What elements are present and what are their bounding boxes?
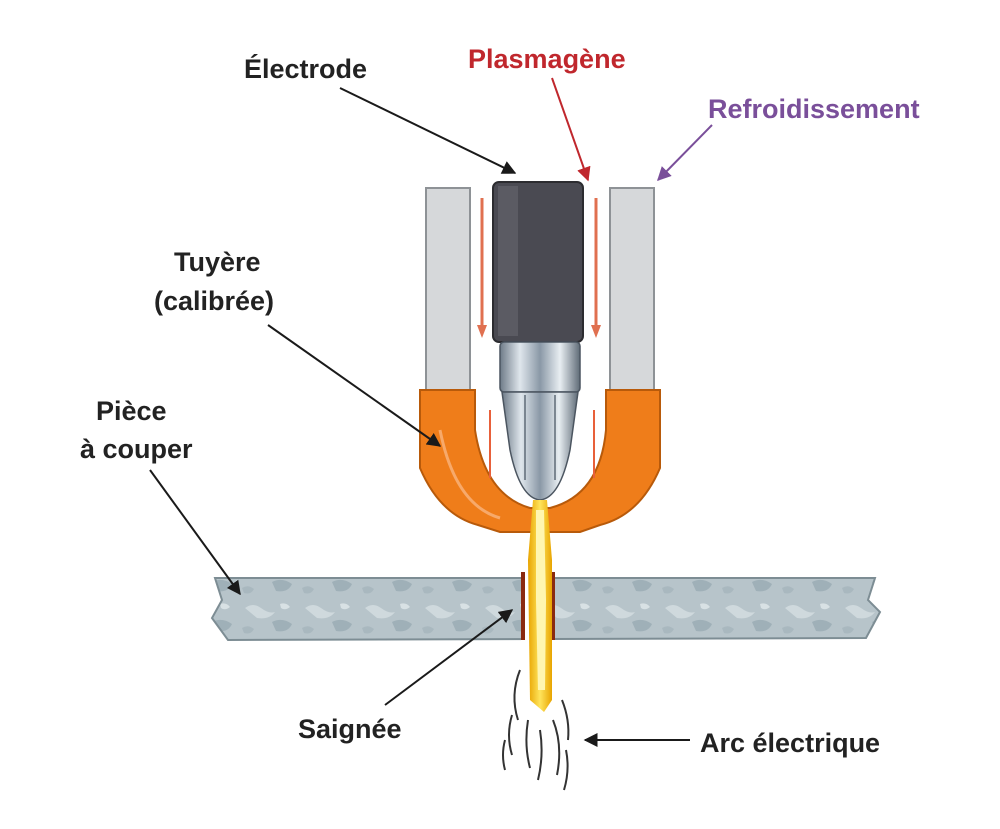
arrow-workpiece: [149, 469, 241, 596]
label-cooling: Refroidissement: [708, 94, 920, 124]
arrow-nozzle: [267, 324, 442, 447]
electrode: [492, 181, 584, 501]
spark-lines: [502, 669, 570, 791]
label-plasmagen: Plasmagène: [468, 44, 626, 74]
label-workpiece-line2: à couper: [80, 434, 193, 464]
arrow-kerf: [384, 609, 514, 706]
label-nozzle-line2: (calibrée): [154, 286, 274, 316]
labels: Électrode Plasmagène Refroidissement Tuy…: [80, 44, 920, 758]
leader-arrows: [149, 77, 713, 747]
label-nozzle-line1: Tuyère: [174, 247, 261, 277]
torch-housing: [425, 187, 655, 429]
label-workpiece-line1: Pièce: [96, 396, 167, 426]
plasma-arc: [502, 500, 570, 791]
label-arc: Arc électrique: [700, 728, 880, 758]
arrow-plasmagen: [551, 77, 591, 182]
arrow-cooling: [657, 124, 713, 181]
label-kerf: Saignée: [298, 714, 402, 744]
label-electrode: Électrode: [244, 53, 367, 84]
arrow-electrode: [339, 87, 517, 174]
nozzle: [419, 389, 661, 533]
hex-nut-icon: [499, 341, 581, 501]
